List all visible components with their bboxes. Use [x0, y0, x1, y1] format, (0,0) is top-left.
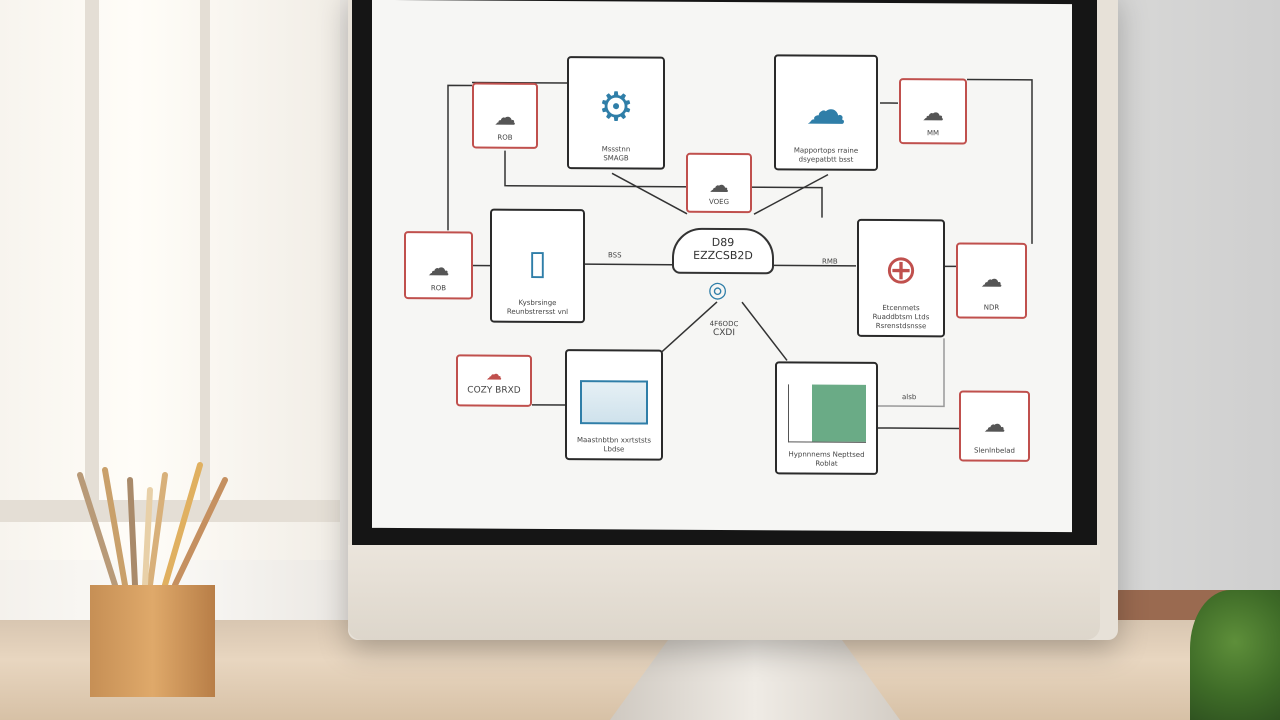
diagram-node: ☁ NDR	[956, 242, 1027, 319]
pencils	[77, 462, 228, 588]
edge-label: alsb	[902, 393, 917, 402]
cloud-icon: ☁	[427, 256, 450, 282]
pencil-cup	[90, 585, 215, 697]
globe-icon: ◎	[708, 277, 728, 304]
node-label: ROB	[497, 133, 513, 142]
diagram-node: ☁COZY BRXD	[456, 354, 532, 407]
window	[0, 0, 340, 560]
node-label: Mapportops rraine	[793, 146, 859, 155]
plant	[1190, 590, 1280, 720]
gear-circle-icon: ⚙	[598, 84, 634, 131]
node-label: Slenlnbelad	[974, 446, 1015, 455]
node-label: VOEG	[708, 197, 730, 206]
caption-line: CXDI	[712, 327, 736, 339]
edge-label: BSS	[608, 251, 622, 260]
diagram-node: ☁ ROB	[404, 231, 473, 300]
node-label: MM	[926, 129, 940, 138]
node-label: Roblat	[815, 459, 838, 468]
node-label: Rsrenstdsnsse	[875, 321, 927, 331]
dashboard-chart-icon	[580, 379, 648, 425]
diagram-node: ☁ MM	[899, 78, 967, 145]
node-label: Kysbrsinge	[518, 298, 557, 307]
node-label: Maastnbtbn xxrtststs	[576, 435, 652, 445]
cloud-network-icon: ☁	[806, 87, 846, 134]
center-title: D89	[711, 235, 735, 250]
node-label: SMAGB	[603, 154, 629, 163]
center-subtitle: EZZCSB2D	[693, 249, 753, 263]
node-label: Mssstnn	[601, 145, 631, 154]
node-label: ROB	[430, 284, 447, 293]
node-label: COZY BRXD	[467, 384, 521, 396]
diagram-node: ☁ROB	[472, 82, 538, 149]
mobile-device-icon: ▯	[528, 242, 547, 283]
cloud-icon: ☁	[983, 412, 1006, 439]
cloud-icon: ☁	[494, 105, 516, 132]
cloud-icon: ☁	[486, 364, 502, 384]
globe-grid-icon: ⊕	[884, 246, 918, 293]
node-label: dsyepatbtt bsst	[798, 155, 854, 164]
cloud-icon: ☁	[709, 172, 729, 197]
diagram-node: ☁ Slenlnbelad	[959, 390, 1030, 462]
monitor-chin	[348, 545, 1100, 640]
node-label: Ruaddbtsm Ltds	[872, 312, 930, 322]
caption-line: 4F6ODC	[709, 319, 739, 329]
green-chart-icon	[787, 384, 866, 443]
diagram-node: ☁VOEG	[686, 152, 752, 214]
edge-label: RMB	[822, 257, 838, 266]
node-label: Etcenmets	[882, 303, 920, 312]
cloud-icon: ☁	[922, 101, 944, 127]
node-label: NDR	[983, 303, 1000, 312]
cloud-icon: ☁	[980, 267, 1003, 294]
node-label: Hypnnnems Nepttsed	[788, 450, 865, 459]
node-label: Reunbstrersst vnl	[506, 307, 569, 316]
node-label: Lbdse	[603, 445, 625, 454]
